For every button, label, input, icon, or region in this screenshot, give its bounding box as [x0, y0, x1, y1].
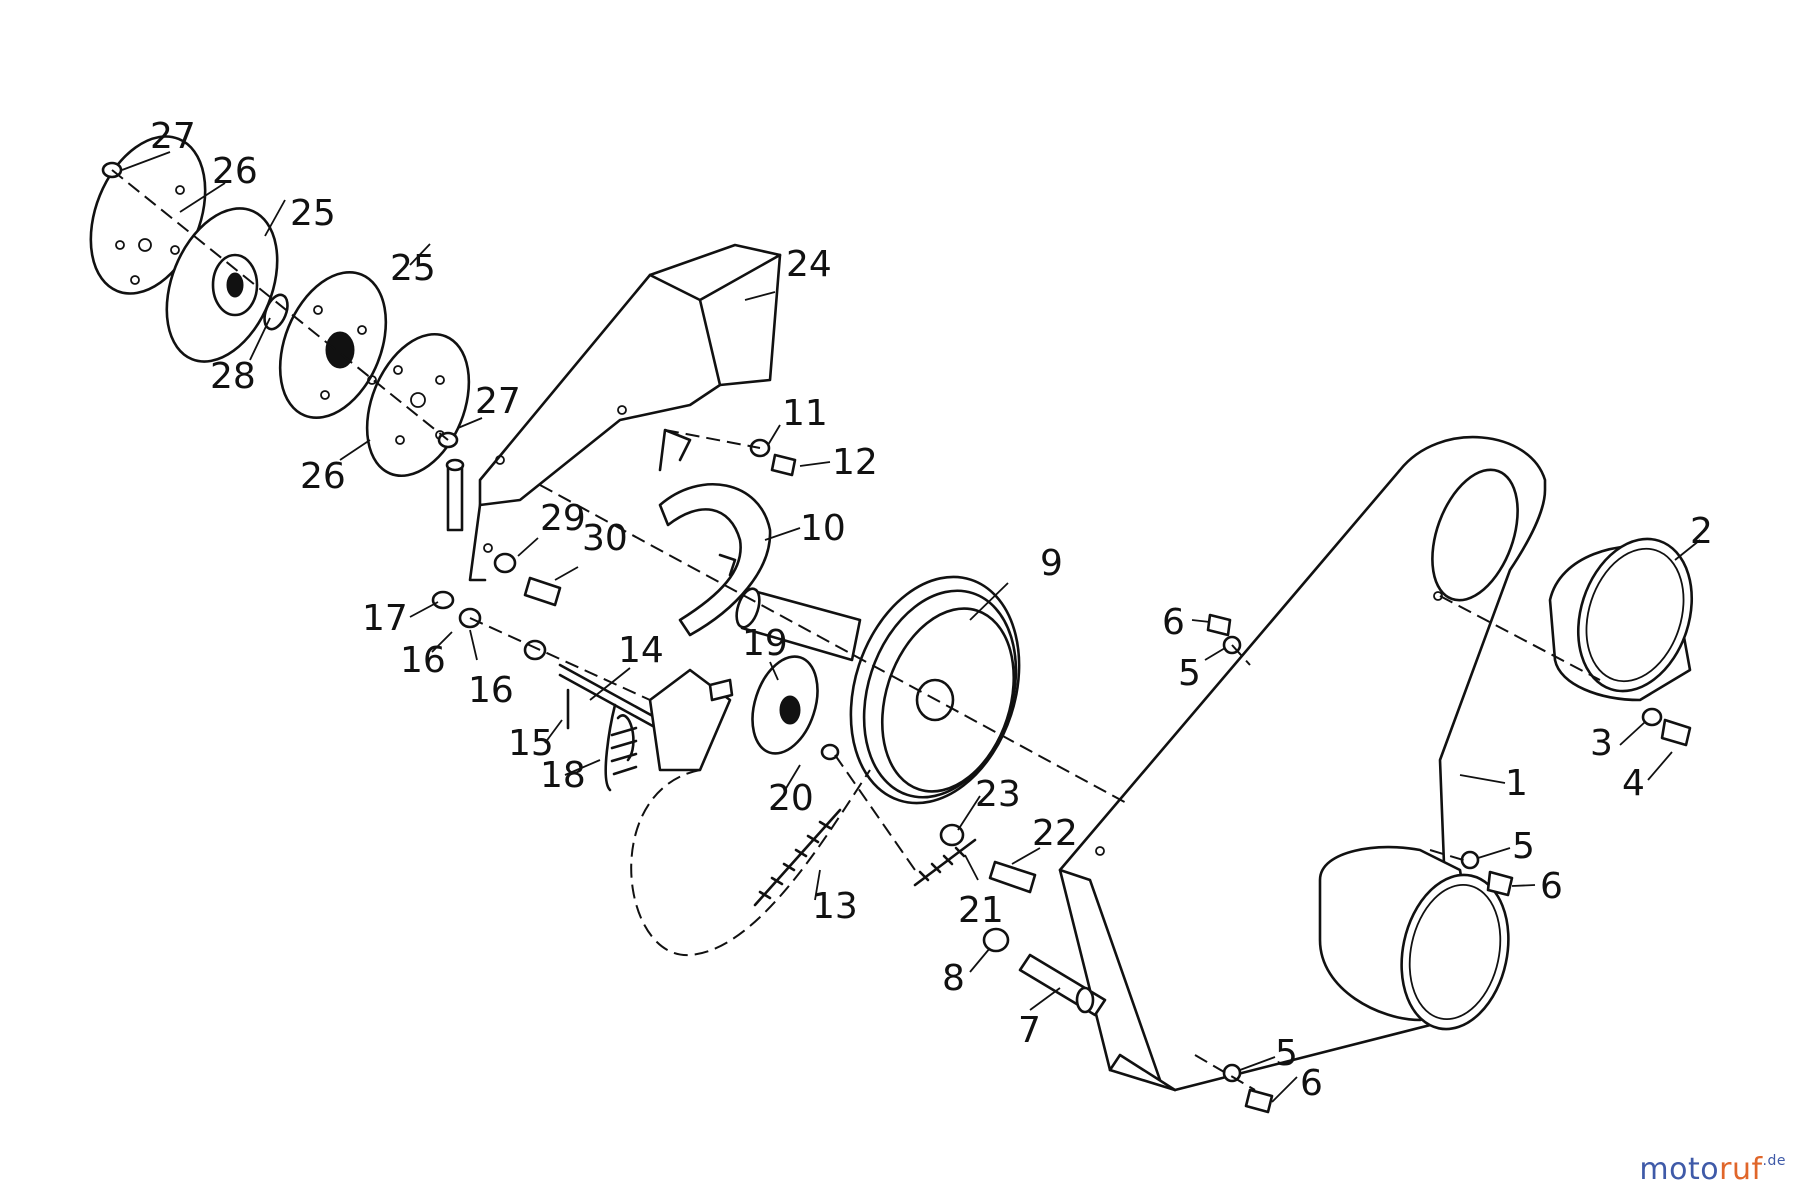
label-1: 1: [1505, 763, 1528, 804]
label-21: 21: [958, 890, 1004, 931]
label-3: 3: [1590, 723, 1613, 764]
label-16b: 16: [468, 670, 514, 711]
assembly-center-lines: [111, 169, 1601, 1091]
label-8: 8: [942, 958, 965, 999]
label-27b: 27: [475, 381, 521, 422]
label-26b: 26: [300, 456, 346, 497]
label-7: 7: [1018, 1010, 1041, 1051]
label-17: 17: [362, 598, 408, 639]
label-10: 10: [800, 508, 846, 549]
label-20: 20: [768, 778, 814, 819]
parts-14-to-20-idler: [431, 590, 840, 792]
label-6a: 6: [1162, 602, 1185, 643]
parts-7-8-13-21-23: [753, 808, 1107, 1017]
part-10-guard: [658, 483, 772, 637]
label-26a: 26: [212, 151, 258, 192]
label-6b: 6: [1540, 866, 1563, 907]
part-2-drum: [1548, 537, 1694, 702]
label-19: 19: [742, 623, 788, 664]
watermark-logo: motoruf.de: [1639, 1152, 1786, 1187]
label-25a: 25: [290, 193, 336, 234]
label-18: 18: [540, 755, 586, 796]
label-25b: 25: [390, 248, 436, 289]
label-14: 14: [618, 630, 664, 671]
label-5c: 5: [1275, 1033, 1298, 1074]
label-30: 30: [582, 518, 628, 559]
parts-11-12-clip: [658, 428, 797, 477]
label-5b: 5: [1512, 826, 1535, 867]
label-9: 9: [1040, 543, 1063, 584]
label-4: 4: [1622, 763, 1645, 804]
label-24: 24: [786, 244, 832, 285]
part-24-bracket: [445, 243, 782, 582]
label-5a: 5: [1178, 653, 1201, 694]
parts-25-26-28-discs: [89, 135, 471, 478]
label-22: 22: [1032, 813, 1078, 854]
label-12: 12: [832, 442, 878, 483]
label-16a: 16: [400, 640, 446, 681]
part-number-labels: 1 2 3 4 5 6 5 6 5 6 7 8 9 10 11 12 13 14…: [150, 116, 1713, 1104]
leader-lines: [121, 151, 1701, 1103]
parts-29-30: [493, 552, 562, 607]
label-15: 15: [508, 723, 554, 764]
label-23: 23: [975, 774, 1021, 815]
label-13: 13: [812, 886, 858, 927]
label-6c: 6: [1300, 1063, 1323, 1104]
label-11: 11: [782, 393, 828, 434]
label-28: 28: [210, 356, 256, 397]
parts-3-4-5-6-fasteners: [1206, 613, 1692, 1114]
label-2: 2: [1690, 511, 1713, 552]
label-27a: 27: [150, 116, 196, 157]
part-1-frame: [1058, 435, 1547, 1092]
label-29: 29: [540, 498, 586, 539]
